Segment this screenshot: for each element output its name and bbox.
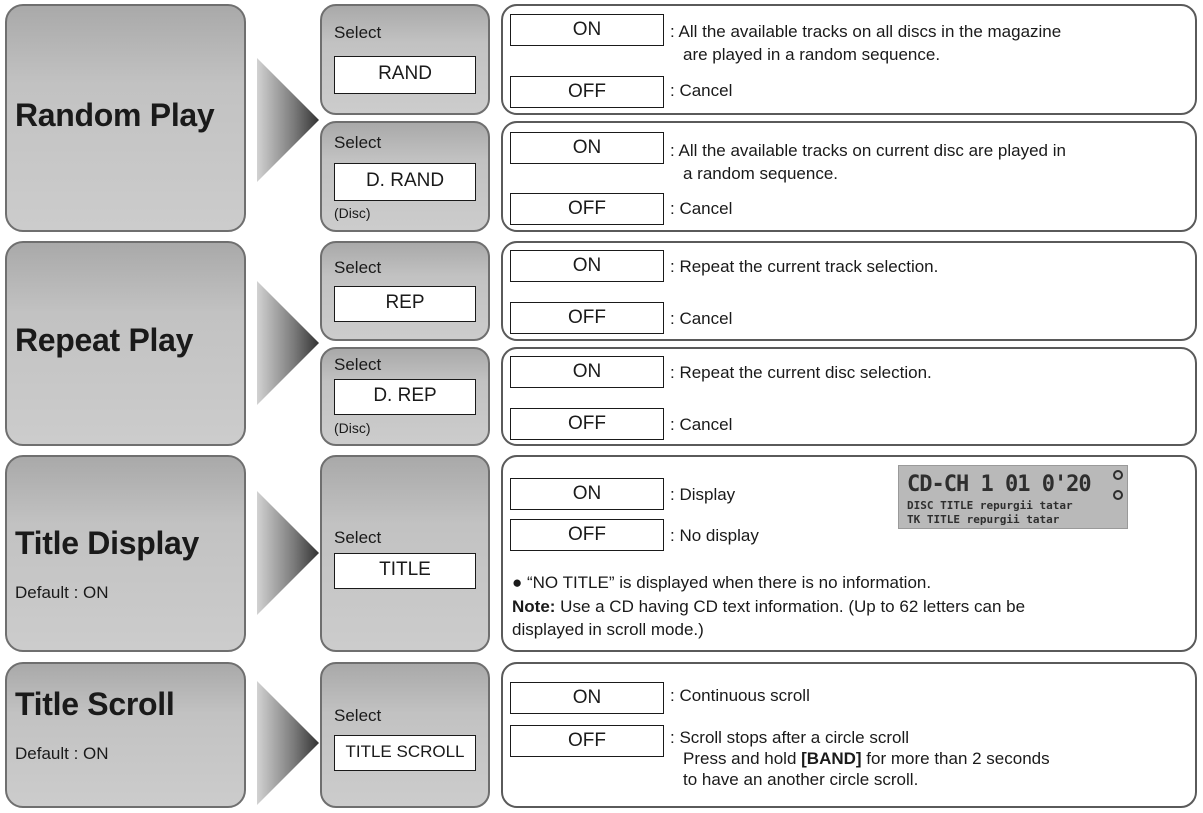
select-label: Select [334, 258, 382, 277]
on-description: : Display [670, 485, 736, 504]
default-setting-label: Default : ON [15, 583, 109, 602]
note-label: Note: [512, 597, 556, 616]
lcd-line-1: CD-CH 1 01 0'20 [907, 472, 1092, 497]
lcd-line-3: TK TITLE repurgii tatar [907, 513, 1060, 526]
disc-sublabel: (Disc) [334, 205, 371, 221]
note-line-1: Note: Use a CD having CD text informatio… [512, 597, 1025, 617]
off-description-cont: Press and hold [BAND] for more than 2 se… [683, 749, 1050, 769]
on-button[interactable]: ON [510, 132, 664, 164]
disc-sublabel: (Disc) [334, 420, 371, 436]
off-description: : Cancel [670, 415, 733, 434]
mode-code-rand[interactable]: RAND [334, 56, 476, 94]
select-label: Select [334, 355, 382, 374]
off-button[interactable]: OFF [510, 519, 664, 551]
note-text: Use a CD having CD text information. (Up… [555, 597, 1026, 616]
off-desc-pre: Press and hold [683, 749, 802, 768]
on-description-cont: are played in a random sequence. [683, 45, 941, 64]
off-desc-post: for more than 2 seconds [861, 749, 1050, 768]
mode-code-d-rep[interactable]: D. REP [334, 379, 476, 415]
repeat-play-title: Repeat Play [15, 322, 194, 358]
title-display-title: Title Display [15, 525, 200, 561]
on-button[interactable]: ON [510, 478, 664, 510]
select-label: Select [334, 706, 382, 725]
on-description: : Repeat the current track selection. [670, 257, 939, 276]
on-button[interactable]: ON [510, 682, 664, 714]
arrow-right-icon [257, 681, 319, 805]
band-key-label: [BAND] [801, 749, 862, 768]
off-button[interactable]: OFF [510, 302, 664, 334]
off-description: : Cancel [670, 199, 733, 218]
on-description: : Continuous scroll [670, 686, 810, 705]
select-label: Select [334, 133, 382, 152]
mode-code-title-scroll[interactable]: TITLE SCROLL [334, 735, 476, 771]
lcd-display-image: CD-CH 1 01 0'20 DISC TITLE repurgii tata… [898, 465, 1128, 529]
on-description: : All the available tracks on all discs … [670, 22, 1062, 41]
title-scroll-title: Title Scroll [15, 686, 175, 722]
repeat-play-panel [5, 241, 246, 446]
off-button[interactable]: OFF [510, 193, 664, 225]
lcd-line-2: DISC TITLE repurgii tatar [907, 499, 1073, 512]
title-scroll-panel [5, 662, 246, 808]
lcd-indicator-icon [1113, 470, 1123, 480]
off-button[interactable]: OFF [510, 725, 664, 757]
lcd-indicator-icon [1113, 490, 1123, 500]
no-title-bullet: ● “NO TITLE” is displayed when there is … [512, 573, 932, 592]
select-label: Select [334, 23, 382, 42]
mode-code-rep[interactable]: REP [334, 286, 476, 322]
off-description-cont: to have an another circle scroll. [683, 770, 919, 789]
off-description: : Cancel [670, 81, 733, 100]
arrow-right-icon [257, 491, 319, 615]
off-button[interactable]: OFF [510, 76, 664, 108]
mode-code-d-rand[interactable]: D. RAND [334, 163, 476, 201]
on-button[interactable]: ON [510, 356, 664, 388]
select-label: Select [334, 528, 382, 547]
on-button[interactable]: ON [510, 250, 664, 282]
arrow-right-icon [257, 281, 319, 405]
random-play-title: Random Play [15, 97, 215, 133]
on-button[interactable]: ON [510, 14, 664, 46]
off-description: : No display [670, 526, 759, 545]
off-description: : Scroll stops after a circle scroll [670, 728, 910, 747]
off-button[interactable]: OFF [510, 408, 664, 440]
mode-code-title[interactable]: TITLE [334, 553, 476, 589]
note-line-2: displayed in scroll mode.) [512, 620, 704, 639]
off-description: : Cancel [670, 309, 733, 328]
random-play-panel [5, 4, 246, 232]
on-description: : All the available tracks on current di… [670, 141, 1066, 160]
arrow-right-icon [257, 58, 319, 182]
on-description: : Repeat the current disc selection. [670, 363, 932, 382]
default-setting-label: Default : ON [15, 744, 109, 763]
on-description-cont: a random sequence. [683, 164, 838, 183]
title-display-panel [5, 455, 246, 652]
